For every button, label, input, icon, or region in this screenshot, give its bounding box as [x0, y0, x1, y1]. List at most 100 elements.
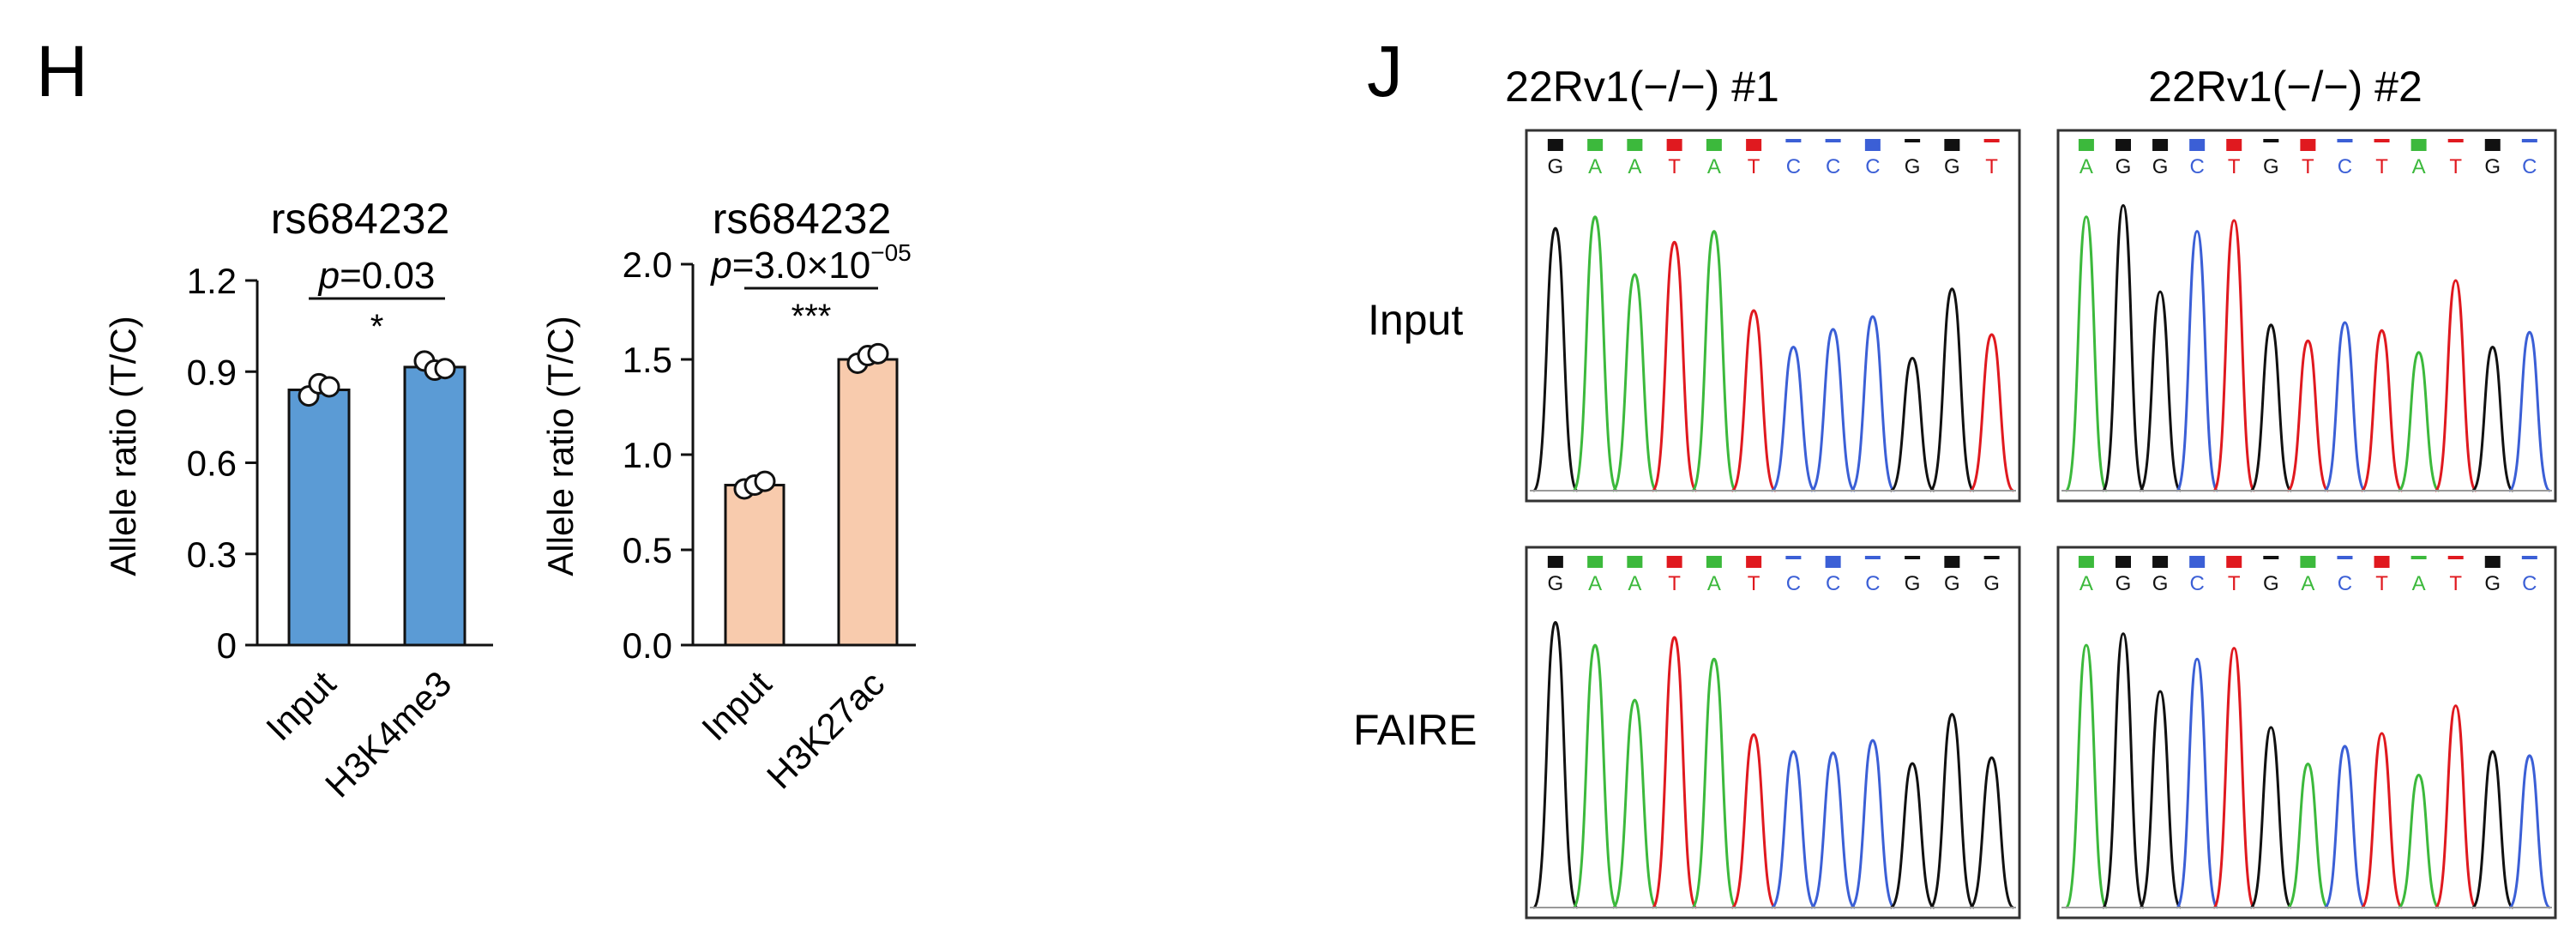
base-call: C — [2338, 155, 2352, 178]
panel-label-j: J — [1367, 31, 1403, 112]
trace-peak — [2101, 632, 2146, 909]
base-call: G — [2263, 572, 2279, 595]
trace-peak — [2323, 745, 2367, 909]
base-call: A — [1707, 572, 1721, 595]
quality-bar — [1864, 556, 1881, 559]
trace-peak — [2138, 690, 2182, 909]
quality-bar — [2410, 556, 2427, 559]
chart2-category-label: H3K27ac — [759, 663, 892, 796]
trace-peak — [1611, 698, 1658, 909]
quality-bar — [1905, 556, 1921, 559]
base-call: C — [1826, 155, 1840, 178]
chart2-y-tick-label: 1.0 — [623, 435, 672, 475]
trace-peak — [2212, 219, 2256, 492]
chart2-significance-stars: *** — [791, 298, 832, 335]
chart1-y-tick-label: 0.6 — [187, 443, 237, 484]
quality-bar — [2521, 139, 2537, 142]
quality-bar — [1587, 556, 1604, 568]
base-call: G — [1905, 155, 1921, 178]
trace-peak — [2249, 726, 2293, 909]
base-call: A — [2079, 155, 2093, 178]
base-call: A — [2412, 155, 2426, 178]
base-call: T — [1668, 572, 1681, 595]
quality-bar — [1983, 556, 2000, 559]
trace-peak — [1929, 287, 1976, 492]
quality-bar — [1944, 556, 1960, 568]
base-call: T — [1748, 572, 1760, 595]
trace-peak — [2176, 230, 2219, 492]
base-call: G — [2484, 572, 2501, 595]
quality-bar — [2152, 139, 2169, 151]
quality-bar — [2152, 556, 2169, 568]
chart2-data-point — [754, 470, 776, 492]
base-call: A — [2412, 572, 2426, 595]
quality-bar — [1825, 556, 1841, 568]
trace-peak — [2064, 215, 2109, 492]
trace-peak — [2286, 763, 2330, 909]
quality-bar — [1785, 556, 1802, 559]
chart1-category-label: Input — [258, 663, 344, 749]
base-call: C — [2522, 572, 2537, 595]
quality-bar — [2189, 139, 2206, 151]
trace-peak — [2323, 321, 2367, 492]
quality-bar — [2484, 139, 2501, 151]
base-call: A — [2079, 572, 2093, 595]
trace-peak — [1730, 309, 1778, 492]
quality-bar — [1746, 556, 1762, 568]
chromatogram-frame — [2056, 129, 2557, 503]
base-call: C — [1826, 572, 1840, 595]
quality-bar — [2226, 556, 2242, 568]
trace-peak — [2176, 657, 2219, 909]
base-call: G — [1905, 572, 1921, 595]
quality-bar — [2447, 556, 2464, 559]
base-call: C — [1786, 155, 1801, 178]
base-call: T — [2449, 572, 2462, 595]
base-call: C — [2189, 155, 2204, 178]
quality-bar — [1944, 139, 1960, 151]
chart1-p-value: p=0.03 — [317, 255, 436, 297]
chromatogram-frame — [2056, 546, 2557, 920]
chart1-significance-stars: * — [370, 308, 384, 346]
chart2-bar — [724, 484, 785, 647]
quality-bar — [1587, 139, 1604, 151]
quality-bar — [2410, 139, 2427, 151]
trace-peak — [2397, 351, 2441, 492]
chart1-bar — [403, 365, 466, 647]
chart2-p-value: p=3.0×10−05 — [709, 239, 911, 287]
quality-bar — [1825, 139, 1841, 142]
base-call: T — [1668, 155, 1681, 178]
trace-peak — [1968, 333, 2015, 492]
chart1-ylabel: Allele ratio (T/C) — [103, 316, 143, 576]
trace-peak — [1770, 750, 1817, 909]
base-call: A — [1628, 572, 1641, 595]
trace-peak — [1849, 739, 1896, 909]
chart1-y-tick-label: 1.2 — [187, 261, 237, 301]
base-call: G — [2152, 155, 2169, 178]
trace-peak — [1651, 636, 1698, 909]
panel-label-h: H — [36, 31, 88, 112]
trace-peak — [2360, 329, 2404, 492]
quality-bar — [2484, 556, 2501, 568]
trace-peak — [2507, 754, 2551, 909]
chart1-bar — [287, 389, 351, 647]
quality-bar — [2116, 556, 2131, 568]
base-call: C — [2338, 572, 2352, 595]
chart2-bar — [837, 358, 899, 647]
trace-peak — [2434, 279, 2477, 492]
trace-peak — [2434, 704, 2477, 909]
trace-peak — [1690, 230, 1737, 492]
trace-peak — [1730, 733, 1778, 909]
chromatogram-column-1-label: 22Rv1(−/−) #1 — [1505, 63, 1779, 111]
quality-bar — [2116, 139, 2131, 151]
trace-peak — [1809, 328, 1857, 492]
chart1-data-point — [434, 358, 456, 380]
chart2-data-point — [867, 342, 889, 365]
chart2-title: rs684232 — [713, 195, 892, 243]
quality-bar — [1785, 139, 1802, 142]
quality-bar — [1627, 139, 1643, 151]
trace-peak — [1572, 643, 1619, 909]
base-call: C — [1865, 572, 1880, 595]
